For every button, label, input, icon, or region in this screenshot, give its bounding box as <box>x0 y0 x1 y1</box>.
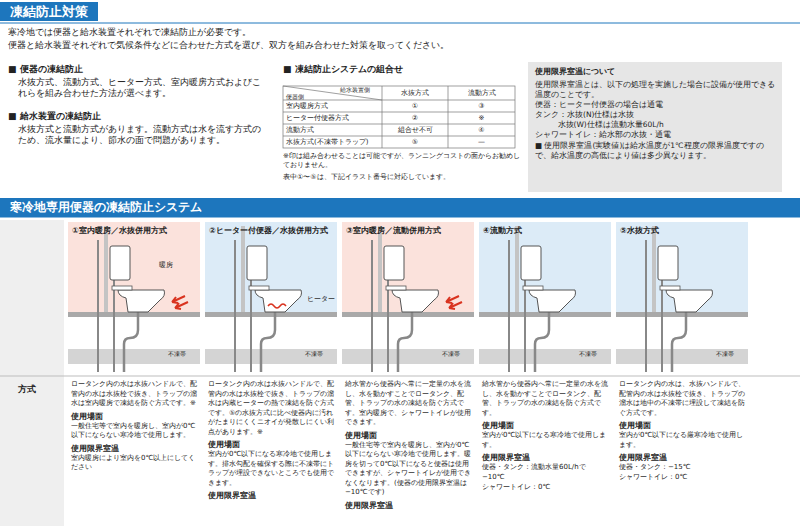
panel-title: ④流動方式 <box>483 226 609 236</box>
table-header: 流動方式 <box>448 87 515 99</box>
method-panel: ③室内暖房／流動併用方式給水管から便器内へ常に一定量の水を流し、水を動かすことで… <box>342 222 474 526</box>
panel-text: 室内が0℃以下になる寒冷地で使用します。 <box>482 431 608 450</box>
table-cell: ※ <box>448 112 515 124</box>
box-text: タンク：水抜(N)仕様は水抜 <box>535 110 775 120</box>
panel-body: ロータンク内の水は水抜ハンドルで、配管内の水は水抜栓で抜き、トラップの溜水は内蔵… <box>208 380 334 502</box>
table-cell: 水抜方式(不凍帯トラップ) <box>286 136 380 148</box>
panel-text: シャワートイレ：0℃ <box>619 473 745 483</box>
panel-heading: 使用限界室温 <box>71 444 197 454</box>
table-cell: — <box>448 136 515 148</box>
table-header: 便器側 <box>286 93 316 101</box>
panel-body: ロータンク内の水は、水抜ハンドルで、配管内の水は水抜栓で抜き、トラップの溜水は地… <box>619 380 745 483</box>
method-panel: ⑤水抜方式ロータンク内の水は、水抜ハンドルで、配管内の水は水抜栓で抜き、トラップ… <box>616 222 748 526</box>
panel-text: 便器・タンク：−15℃ <box>619 463 745 473</box>
table-cell: ヒーター付便器方式 <box>286 112 380 124</box>
panel-text: 室内暖房により室内を0℃以上にしてください <box>71 454 197 473</box>
table-header: 水抜方式 <box>382 87 448 99</box>
body-text: 水抜方式と流動方式があります。流動方式は水を流す方式のため、流水量により、節水の… <box>18 124 268 146</box>
section-heading: ■ 便器の凍結防止 <box>8 64 268 76</box>
box-text: シャワートイレ：給水部の水抜・通電 <box>535 130 775 140</box>
panel-heading: 使用場面 <box>482 421 608 431</box>
intro-text: 寒冷地では便器と給水装置それぞれで凍結防止が必要です。 <box>8 27 788 38</box>
panel-body: 給水管から便器内へ常に一定量の水を流し、水を動かすことでロータンク、配管、トラッ… <box>482 380 608 492</box>
table-cell: ② <box>382 112 448 124</box>
panel-heading: 使用限界室温 <box>208 491 334 501</box>
panel-heading: 使用限界室温 <box>345 501 471 511</box>
panel-text: 給水管から便器内へ常に一定量の水を流し、水を動かすことでロータンク、配管、トラッ… <box>345 380 471 428</box>
panel-body: 給水管から便器内へ常に一定量の水を流し、水を動かすことでロータンク、配管、トラッ… <box>345 380 471 511</box>
panel-text: 給水管から便器内へ常に一定量の水を流し、水を動かすことでロータンク、配管、トラッ… <box>482 380 608 418</box>
panel-heading: 使用場面 <box>208 440 334 450</box>
table-cell: 組合せ不可 <box>382 124 448 136</box>
ground-label: 不凍帯 <box>441 351 461 358</box>
box-text: 便器：ヒーター付便器の場合は通電 <box>535 100 775 110</box>
table-cell: ④ <box>448 124 515 136</box>
panel-text: 一般住宅等で室内を暖房し、室内が0℃以下にならない寒冷地で使用します。 <box>71 422 197 441</box>
box-text: 水抜(W)仕様は流動水量60L/h <box>535 120 775 130</box>
callout-label: 暖房 <box>158 262 174 269</box>
note-text: 表中①〜⑤は、下記イラスト番号に対応しています。 <box>283 173 521 182</box>
ground-label: 不凍帯 <box>304 351 324 358</box>
panel-title: ①室内暖房／水抜併用方式 <box>72 226 198 236</box>
section-heading: ■ 給水装置の凍結防止 <box>8 111 268 123</box>
ground-label: 不凍帯 <box>578 351 598 358</box>
box-heading: 使用限界室温について <box>535 67 775 78</box>
panel-heading: 使用場面 <box>345 431 471 441</box>
table-cell: 流動方式 <box>286 124 380 136</box>
method-panel: ①室内暖房／水抜併用方式ロータンク内の水は水抜ハンドルで、配管内の水は水抜栓で抜… <box>68 222 200 526</box>
panel-text: ロータンク内の水は水抜ハンドルで、配管内の水は水抜栓で抜き、トラップの溜水は室内… <box>71 380 197 409</box>
panel-body: ロータンク内の水は水抜ハンドルで、配管内の水は水抜栓で抜き、トラップの溜水は室内… <box>71 380 197 473</box>
ground-label: 不凍帯 <box>715 351 735 358</box>
panel-title: ③室内暖房／流動併用方式 <box>346 226 472 236</box>
method-panel: ②ヒーター付便器／水抜併用方式ロータンク内の水は水抜ハンドルで、配管内の水は水抜… <box>205 222 337 526</box>
panel-heading: 使用限界室温 <box>482 453 608 463</box>
panel-title: ⑤水抜方式 <box>620 226 746 236</box>
callout-label: ヒーター <box>306 296 336 303</box>
panel-text: シャワートイレ：0℃ <box>482 483 608 493</box>
body-text: 水抜方式、流動方式、ヒーター方式、室内暖房方式およびこれらを組み合わせた方法が選… <box>18 77 268 99</box>
section-title: 凍結防止対策 <box>0 2 98 21</box>
info-box: 使用限界室温について使用限界室温とは、以下の処理を実施した場合に設備が使用できる… <box>528 62 782 192</box>
panel-text: 室内が0℃以下になる寒冷地で使用します。排水勾配を確保する際に不凍帯にトラップが… <box>208 450 334 488</box>
box-text: 使用限界室温とは、以下の処理を実施した場合に設備が使用できる温度のことです。 <box>535 80 775 100</box>
intro-text: 便器と給水装置それぞれで気候条件などに合わせた方式を選び、双方を組み合わせた対策… <box>8 40 788 51</box>
panel-heading: 使用場面 <box>619 421 745 431</box>
panel-heading: 使用場面 <box>71 412 197 422</box>
panel-text: 一般住宅等で室内を暖房し、室内が0℃以下にならない寒冷地で使用します。暖房を切っ… <box>345 441 471 498</box>
ground-label: 不凍帯 <box>167 351 187 358</box>
band-title: 寒冷地専用便器の凍結防止システム <box>10 198 800 217</box>
note-text: ※印は組み合わせることは可能ですが、ランニングコストの面からお勧めしておりません… <box>283 152 521 170</box>
panel-text: 室内が0℃以下になる厳寒冷地で使用します。 <box>619 431 745 450</box>
panel-text: ロータンク内の水は水抜ハンドルで、配管内の水は水抜栓で抜き、トラップの溜水は内蔵… <box>208 380 334 437</box>
panel-heading: 使用限界室温 <box>619 453 745 463</box>
panel-text: 便器・タンク：流動水量60L/hで−10℃ <box>482 463 608 482</box>
box-text: ■ 使用限界室温(実験値)は給水温度が1℃程度の限界温度ですので、給水温度の高低… <box>535 141 775 161</box>
table-header: 給水装置側 <box>340 86 380 94</box>
row-label: 方式 <box>18 384 58 396</box>
panel-title: ②ヒーター付便器／水抜併用方式 <box>209 226 335 236</box>
method-panel: ④流動方式給水管から便器内へ常に一定量の水を流し、水を動かすことでロータンク、配… <box>479 222 611 526</box>
table-cell: ⑤ <box>382 136 448 148</box>
table-cell: 室内暖房方式 <box>286 100 380 112</box>
table-cell: ① <box>382 100 448 112</box>
panel-text: ロータンク内の水は、水抜ハンドルで、配管内の水は水抜栓で抜き、トラップの溜水は地… <box>619 380 745 418</box>
section-heading: ■ 凍結防止システムの組合せ <box>283 64 523 76</box>
table-cell: ③ <box>448 100 515 112</box>
section-band: 寒冷地専用便器の凍結防止システム <box>0 198 800 217</box>
